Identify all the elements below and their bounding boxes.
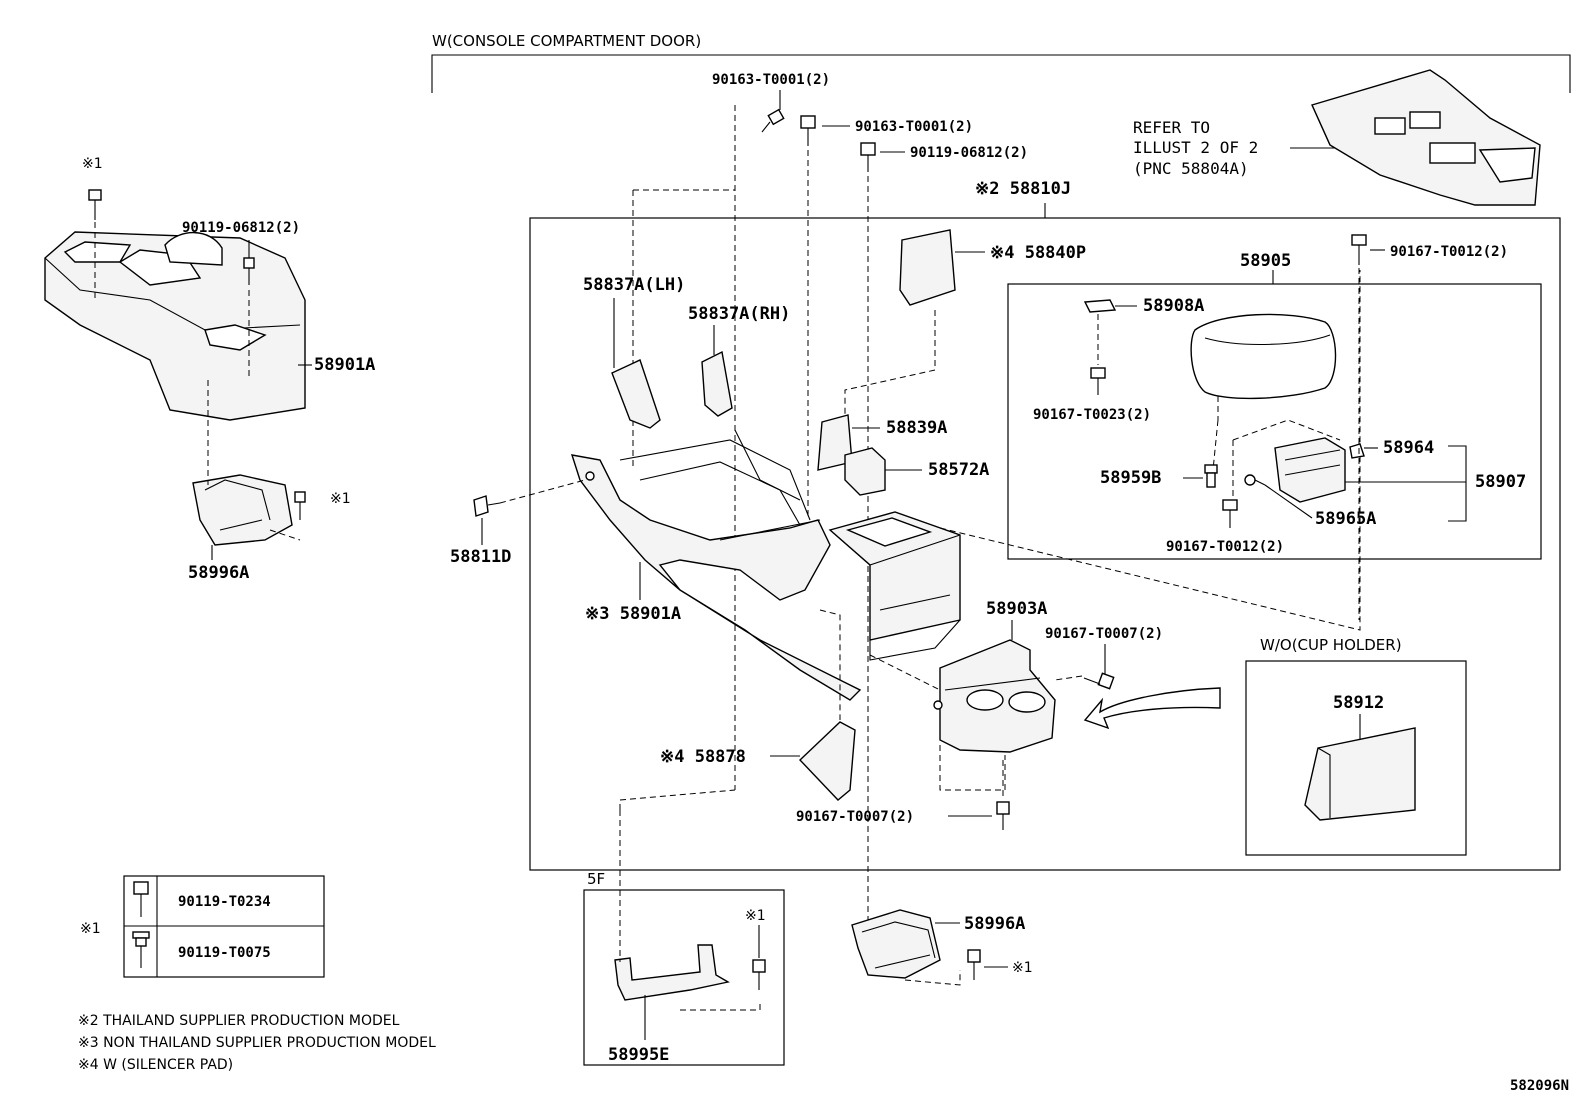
legend-part-2[interactable]: 90119-T0075 [178,945,271,961]
label-90167-t0012-bot[interactable]: 90167-T0012(2) [1166,539,1284,555]
clip-58908a [1083,299,1117,313]
sf-label: 5F [587,870,605,888]
label-58837a-rh[interactable]: 58837A(RH) [688,304,790,324]
bracket-58995e [614,944,730,1001]
refer-line-2: ILLUST 2 OF 2 [1133,138,1258,157]
armrest-sub-box [1007,283,1542,560]
trim-58837a-lh [611,359,661,429]
label-58964[interactable]: 58964 [1383,438,1434,458]
hinge-58907 [1274,437,1346,503]
label-58810j[interactable]: ※2 58810J [975,179,1071,199]
bolt-icon [1083,672,1115,690]
label-58840p[interactable]: ※4 58840P [990,243,1086,263]
label-58995e[interactable]: 58995E [608,1045,669,1065]
label-90119-top[interactable]: 90119-06812(2) [910,145,1028,161]
refer-line-3: (PNC 58804A) [1133,159,1249,178]
legend-part-1[interactable]: 90119-T0234 [178,894,271,910]
pin-58959b [1204,464,1218,488]
bolt-icon [967,949,981,980]
bolt-icon [752,959,766,990]
bot-mark1: ※1 [1012,960,1033,976]
cover-58912 [1304,727,1416,821]
label-58903a[interactable]: 58903A [986,599,1047,619]
left-console-58901a [44,231,306,421]
screw-icon [1351,234,1367,265]
bracket-58996a-bottom [851,909,941,979]
diagram-id: 582096N [1510,1078,1569,1094]
sf-mark1: ※1 [745,908,766,924]
console-door-group-bracket [431,54,1571,93]
direction-arrow-icon [1083,687,1221,730]
spring-58965a [1244,474,1266,486]
label-58965a[interactable]: 58965A [1315,509,1376,529]
clip-58964 [1349,443,1365,459]
label-58901a-left[interactable]: 58901A [314,355,375,375]
screw-icon [1222,499,1238,528]
armrest-lid-58905 [1190,313,1337,400]
bolt-icon [800,115,816,146]
label-90119-left[interactable]: 90119-06812(2) [182,220,300,236]
bolt-icon [294,491,306,520]
washer-bolt-icon [132,931,150,968]
refer-line-1: REFER TO [1133,118,1210,137]
label-58901a-main[interactable]: ※3 58901A [585,604,681,624]
note-non-thailand: ※3 NON THAILAND SUPPLIER PRODUCTION MODE… [78,1035,436,1051]
cup-holder-58903a [933,639,1056,753]
refer-console-illustration [1311,69,1541,206]
label-58837a-lh[interactable]: 58837A(LH) [583,275,685,295]
bolt-icon [996,801,1010,830]
label-58912[interactable]: 58912 [1333,693,1384,713]
silencer-58878 [799,721,856,801]
flange-bolt-icon [133,881,149,917]
bolt-icon [761,108,785,133]
bolt-icon [88,189,102,220]
label-58811d[interactable]: 58811D [450,547,511,567]
label-90167-t0012-top[interactable]: 90167-T0012(2) [1390,244,1508,260]
label-58996a-bot[interactable]: 58996A [964,914,1025,934]
legend-mark: ※1 [80,921,101,937]
label-58907[interactable]: 58907 [1475,472,1526,492]
label-58878[interactable]: ※4 58878 [660,747,746,767]
label-58959b[interactable]: 58959B [1100,468,1161,488]
label-90167-t0007-b[interactable]: 90167-T0007(2) [796,809,914,825]
left-mark1b: ※1 [330,491,351,507]
trim-58837a-rh [701,350,733,417]
note-thailand: ※2 THAILAND SUPPLIER PRODUCTION MODEL [78,1013,400,1029]
left-mark1: ※1 [82,156,103,172]
label-90163-a[interactable]: 90163-T0001(2) [712,72,830,88]
rear-console-box [828,511,961,661]
bolt-icon [860,142,876,172]
left-bracket-58996a [192,474,293,546]
label-58839a[interactable]: 58839A [886,418,947,438]
label-58908a[interactable]: 58908A [1143,296,1204,316]
legend-table [123,875,325,978]
clip-58811d [473,495,501,517]
note-silencer: ※4 W (SILENCER PAD) [78,1057,233,1073]
label-58996a-left[interactable]: 58996A [188,563,249,583]
group-label: W(CONSOLE COMPARTMENT DOOR) [432,32,701,50]
label-58905[interactable]: 58905 [1240,251,1291,271]
label-90163-b[interactable]: 90163-T0001(2) [855,119,973,135]
silencer-pad-58840p [899,229,956,306]
screw-icon [1090,367,1106,395]
label-90167-t0023[interactable]: 90167-T0023(2) [1033,407,1151,423]
sf-box [583,889,785,1066]
wo-cup-holder-box [1245,660,1467,856]
label-90167-t0007-a[interactable]: 90167-T0007(2) [1045,626,1163,642]
main-console-58901a [570,429,862,701]
block-58572a [844,447,886,496]
label-58572a[interactable]: 58572A [928,460,989,480]
wo-cup-holder-label: W/O(CUP HOLDER) [1260,636,1402,654]
